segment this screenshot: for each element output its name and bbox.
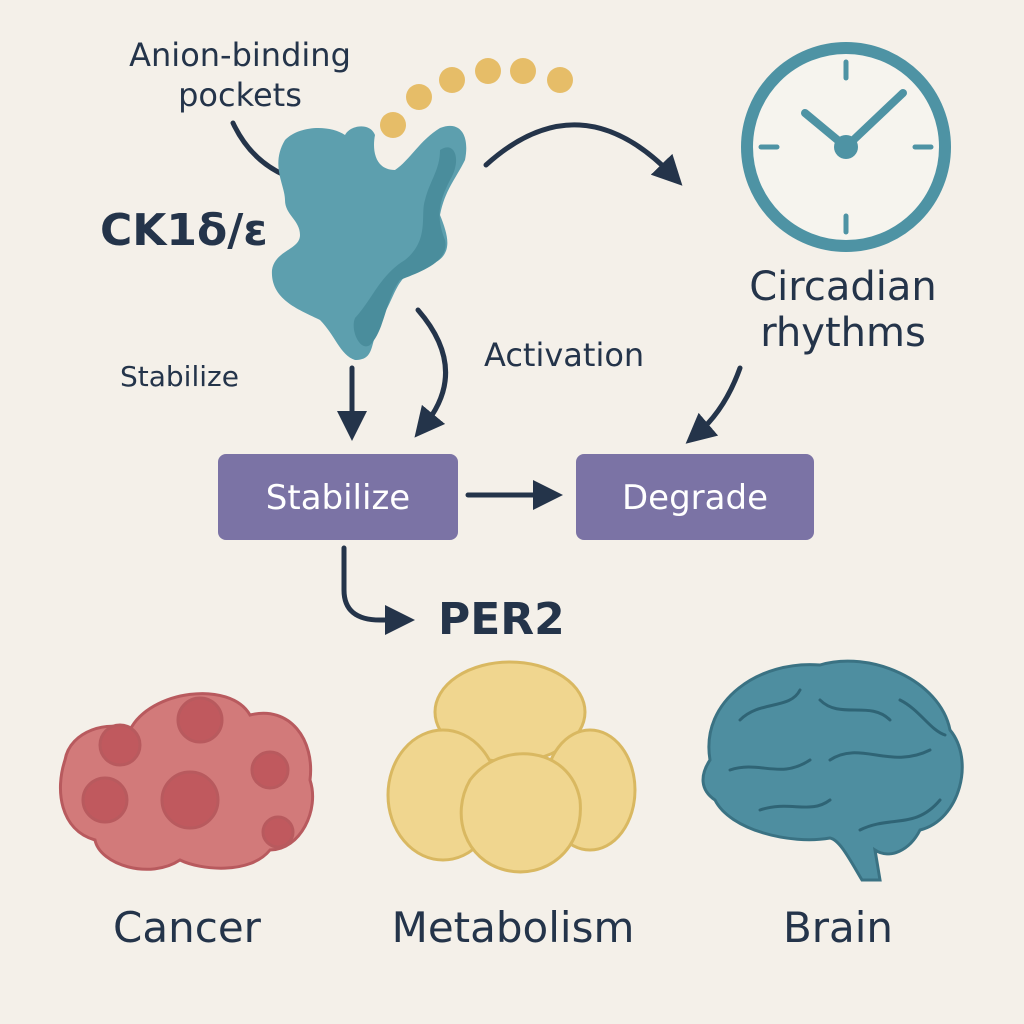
circadian-label-line1: Circadian <box>749 264 936 310</box>
degrade-box: Degrade <box>576 454 814 540</box>
brain-label: Brain <box>783 903 893 952</box>
degrade-box-label: Degrade <box>622 478 768 518</box>
stabilize-side-label: Stabilize <box>120 360 239 393</box>
brain-icon <box>701 659 964 882</box>
anion-label-line1: Anion-binding <box>129 36 351 74</box>
activation-label: Activation <box>484 336 644 374</box>
circadian-to-degrade-arrow <box>685 365 743 444</box>
enzyme-label: CK1δ/ε <box>100 205 268 256</box>
stabilize-box-label: Stabilize <box>266 478 410 518</box>
cancer-label: Cancer <box>113 903 262 952</box>
stabilize-box: Stabilize <box>218 454 458 540</box>
clock-icon <box>741 42 951 252</box>
phosphate-dots <box>380 58 573 138</box>
metabolism-label: Metabolism <box>392 903 635 952</box>
cancer-cells-icon <box>58 692 315 871</box>
circadian-label-line2: rhythms <box>760 310 926 356</box>
ck1-protein-icon <box>271 125 467 361</box>
fat-cells-icon <box>386 660 637 874</box>
activation-arrow <box>414 307 448 438</box>
anion-label-line2: pockets <box>178 76 302 114</box>
activation-to-clock-arrow <box>483 122 683 186</box>
per2-arrow <box>341 545 415 635</box>
per2-label: PER2 <box>438 594 565 645</box>
